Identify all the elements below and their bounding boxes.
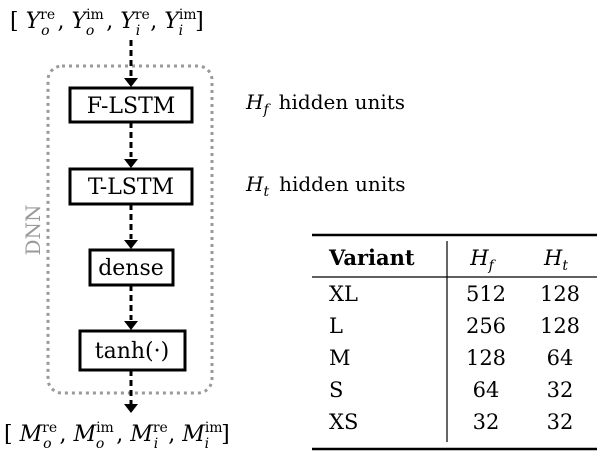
annotation-hf: Hf hidden units <box>245 90 405 118</box>
tanh-label: tanh(·) <box>95 339 169 364</box>
table-row: XS 32 32 <box>329 410 573 434</box>
table-header-hf-symbol: H <box>469 246 489 270</box>
input-term-3-sub: i <box>179 23 183 39</box>
output-term-1-base: M <box>73 422 97 447</box>
table-cell-hf: 32 <box>473 410 500 434</box>
f-lstm-label: F-LSTM <box>87 94 176 119</box>
table-header-hf-sub: f <box>488 258 497 274</box>
arrow-heads <box>124 78 138 413</box>
annotation-ht-sub: t <box>263 184 269 200</box>
annotation-ht: Ht hidden units <box>245 172 406 200</box>
variant-table: Variant Hf Ht XL 512 128 L 256 128 M 128… <box>312 233 597 451</box>
input-term-1-base: Y <box>72 9 89 34</box>
table-row: XL 512 128 <box>329 282 580 306</box>
dense-label: dense <box>98 256 164 281</box>
table-row: L 256 128 <box>329 314 580 338</box>
annotation-hf-sub: f <box>262 102 271 118</box>
table-cell-ht: 32 <box>547 378 574 402</box>
annotation-ht-symbol: H <box>245 172 264 196</box>
arrowhead-5 <box>124 404 138 413</box>
output-term-3-sub: i <box>205 436 209 452</box>
input-term-1-sub: o <box>86 23 94 39</box>
table-header-ht-symbol: H <box>543 246 563 270</box>
table-cell-ht: 64 <box>547 346 574 370</box>
arrowhead-4 <box>124 321 138 330</box>
table-header-ht-sub: t <box>562 258 568 274</box>
table-header-variant: Variant <box>328 245 415 270</box>
input-term-0-sup: re <box>40 7 55 23</box>
table-cell-hf: 64 <box>473 378 500 402</box>
table-header-hf: Hf <box>469 246 496 274</box>
f-lstm-block <box>68 86 194 124</box>
output-term-2-base: M <box>129 422 153 447</box>
input-term-1-sup: im <box>86 7 104 23</box>
input-term-0-sub: o <box>41 23 49 39</box>
t-lstm-label: T-LSTM <box>88 175 174 200</box>
table-cell-hf: 256 <box>466 314 506 338</box>
output-term-0-sub: o <box>43 436 51 452</box>
annotation-hf-symbol: H <box>245 90 264 114</box>
table-row: S 64 32 <box>329 378 573 402</box>
table-row: M 128 64 <box>329 346 573 370</box>
table-cell-variant: XS <box>329 410 358 434</box>
dense-block <box>88 248 175 287</box>
output-open-bracket: [ <box>4 422 13 447</box>
input-term-2-sup: re <box>135 7 150 23</box>
annotation-hf-text: hidden units <box>279 90 405 114</box>
arrowhead-3 <box>124 240 138 249</box>
input-close-bracket: ] <box>195 9 204 34</box>
output-term-2-sup: re <box>153 420 168 436</box>
output-close-bracket: ] <box>221 422 230 447</box>
table-cell-ht: 32 <box>547 410 574 434</box>
table-cell-ht: 128 <box>540 282 580 306</box>
output-term-0-base: M <box>19 422 43 447</box>
input-term-0-base: Y <box>26 9 43 34</box>
dnn-label: DNN <box>21 204 45 255</box>
input-term-3-base: Y <box>164 9 181 34</box>
table-cell-variant: L <box>329 314 343 338</box>
output-term-0-sup: re <box>42 420 57 436</box>
input-open-bracket: [ <box>10 9 19 34</box>
input-term-3-sup: im <box>179 7 197 23</box>
output-term-3-base: M <box>181 422 205 447</box>
table-cell-variant: M <box>329 346 351 370</box>
output-term-1-sup: im <box>96 420 114 436</box>
output-term-3-sup: im <box>205 420 223 436</box>
input-term-2-sub: i <box>136 23 140 39</box>
t-lstm-block <box>68 167 194 206</box>
arrowhead-1 <box>124 78 138 87</box>
output-term-1-sub: o <box>96 436 104 452</box>
table-cell-variant: S <box>329 378 343 402</box>
table-cell-ht: 128 <box>540 314 580 338</box>
table-cell-hf: 128 <box>466 346 506 370</box>
annotation-ht-text: hidden units <box>279 172 405 196</box>
input-term-2-base: Y <box>120 9 137 34</box>
arrowhead-2 <box>124 159 138 168</box>
table-header-ht: Ht <box>543 246 568 274</box>
output-term-2-sub: i <box>154 436 158 452</box>
table-cell-hf: 512 <box>466 282 506 306</box>
tanh-block <box>78 329 187 372</box>
table-cell-variant: XL <box>329 282 358 306</box>
